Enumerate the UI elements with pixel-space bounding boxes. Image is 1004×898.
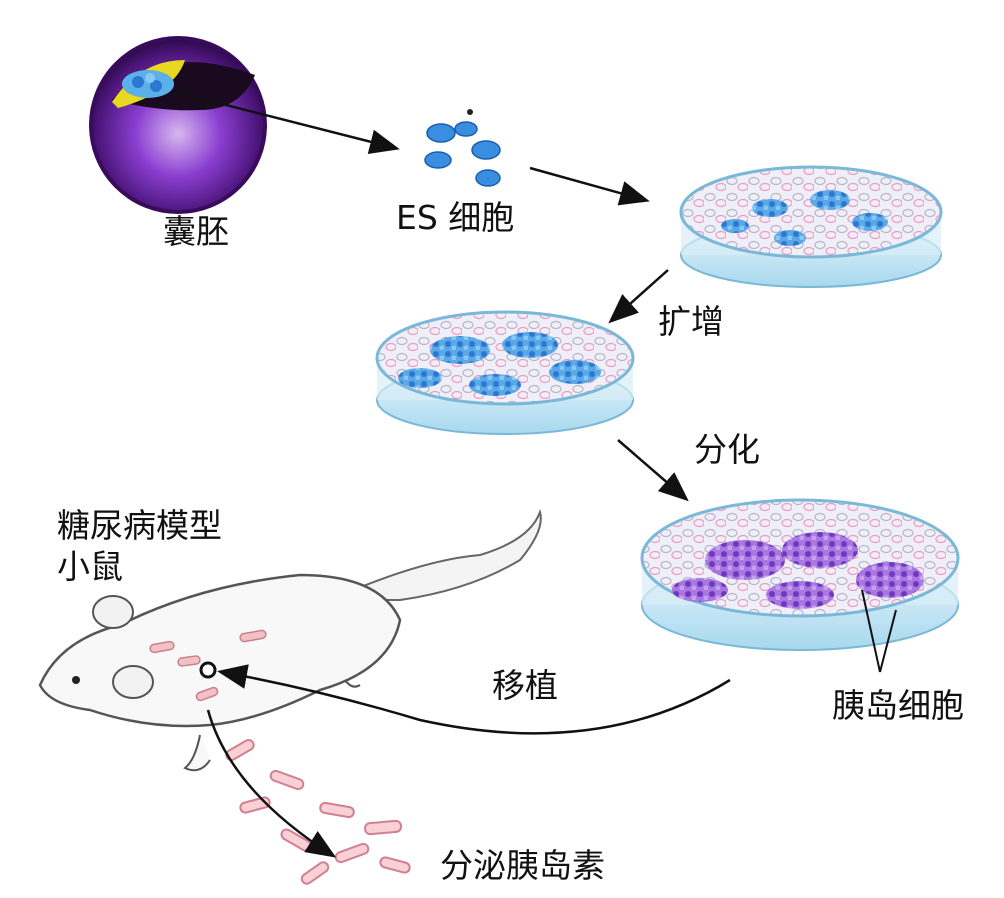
label-model-mouse: 糖尿病模型 小鼠	[57, 506, 222, 587]
culture-dish-expanded	[375, 310, 635, 435]
culture-dish-islets	[640, 498, 960, 651]
arrow-es-to-dish	[529, 166, 650, 206]
label-secrete-insulin: 分泌胰岛素	[440, 846, 605, 885]
arrow-expand	[608, 269, 669, 324]
label-es-cells: ES 细胞	[396, 198, 515, 237]
arrow-differentiate	[617, 439, 689, 502]
arrow-secrete	[206, 709, 337, 858]
pointer-islet-2	[879, 609, 897, 673]
blastocyst	[89, 36, 267, 214]
label-islet-cells: 胰岛细胞	[832, 686, 964, 725]
label-expand: 扩增	[658, 302, 724, 341]
label-blastocyst: 囊胚	[163, 212, 229, 251]
arrow-transplant	[217, 664, 731, 735]
arrow-blastocyst-to-es	[174, 90, 400, 154]
es-cells	[424, 109, 501, 187]
pointer-islet-1	[861, 589, 881, 673]
culture-dish-es	[679, 165, 943, 288]
label-differentiate: 分化	[694, 430, 760, 469]
model-mouse	[38, 508, 542, 772]
insulin-particles	[225, 739, 411, 885]
label-transplant: 移植	[492, 666, 558, 705]
